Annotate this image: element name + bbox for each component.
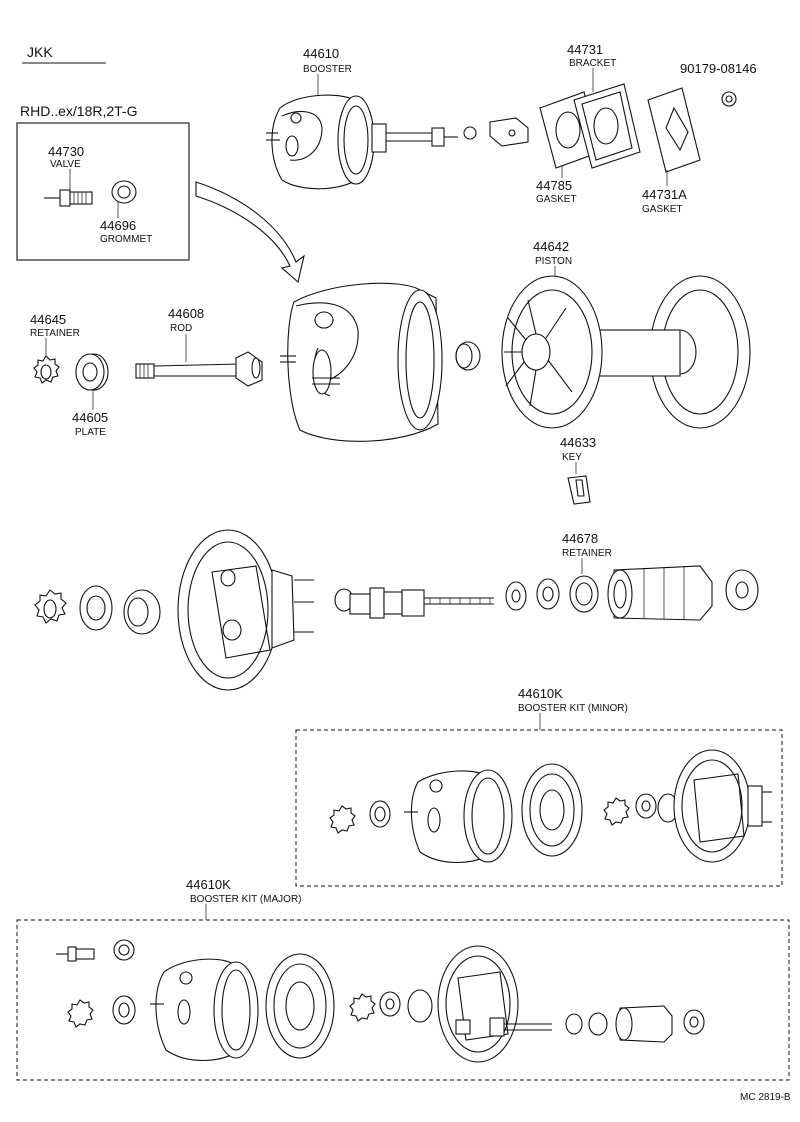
- retainer-44678-part: [569, 575, 599, 613]
- part-number-44785: 44785: [536, 178, 572, 193]
- direction-arrow: [195, 181, 305, 284]
- washer-a: [505, 581, 527, 611]
- plate-44605-part: [75, 353, 109, 391]
- plate-lower: [79, 585, 113, 631]
- part-number-44730: 44730: [48, 144, 84, 159]
- valve-body-part: [334, 587, 494, 619]
- booster-front-shell: [280, 282, 443, 442]
- part-name-gasket-44785: GASKET: [536, 194, 577, 205]
- valve-part: [44, 189, 93, 207]
- rod-part: [135, 351, 263, 387]
- part-name-retainer-44645: RETAINER: [30, 328, 80, 339]
- part-number-44645: 44645: [30, 312, 66, 327]
- part-name-bracket: BRACKET: [569, 58, 616, 69]
- part-name-retainer-44678: RETAINER: [562, 548, 612, 559]
- rear-shell-part: [177, 529, 314, 691]
- part-name-key: KEY: [562, 452, 582, 463]
- bushing-lower: [123, 589, 161, 635]
- part-name-piston: PISTON: [535, 256, 572, 267]
- part-number-44633: 44633: [560, 435, 596, 450]
- diagram-code: JKK: [27, 44, 53, 60]
- part-name-valve: VALVE: [50, 159, 81, 170]
- kit-major-name: BOOSTER KIT (MAJOR): [190, 894, 302, 905]
- kit-minor-box: [295, 729, 783, 887]
- boot-part: [607, 565, 713, 621]
- kit-minor-number: 44610K: [518, 686, 563, 701]
- part-number-44642: 44642: [533, 239, 569, 254]
- kit-major-parts: [56, 939, 705, 1063]
- part-number-44731: 44731: [567, 42, 603, 57]
- part-number-44610: 44610: [303, 46, 339, 61]
- washer-b: [536, 578, 560, 610]
- grommet-part: [111, 180, 137, 204]
- part-number-44731A: 44731A: [642, 187, 687, 202]
- region-note: RHD..ex/18R,2T-G: [20, 103, 137, 119]
- part-number-44678: 44678: [562, 531, 598, 546]
- kit-major-number: 44610K: [186, 877, 231, 892]
- retainer-ring-lower: [34, 589, 67, 624]
- booster-assembly: [266, 94, 529, 190]
- part-number-90179: 90179-08146: [680, 61, 757, 76]
- gasket-44731A-part: [647, 87, 701, 173]
- piston-part: [501, 275, 751, 429]
- drawing-reference: MC 2819-B: [740, 1092, 791, 1103]
- part-name-gasket-44731A: GASKET: [642, 204, 683, 215]
- retainer-44645-part: [33, 355, 60, 384]
- part-number-44605: 44605: [72, 410, 108, 425]
- part-name-grommet: GROMMET: [100, 234, 152, 245]
- part-name-plate: PLATE: [75, 427, 106, 438]
- part-name-rod: ROD: [170, 323, 192, 334]
- kit-minor-name: BOOSTER KIT (MINOR): [518, 703, 628, 714]
- region-box: [16, 122, 190, 261]
- key-part: [567, 475, 591, 505]
- end-washer: [725, 569, 759, 611]
- part-name-booster: BOOSTER: [303, 64, 352, 75]
- part-number-44608: 44608: [168, 306, 204, 321]
- bracket-part: [573, 83, 641, 169]
- seal-part: [455, 341, 481, 371]
- kit-minor-parts: [329, 749, 772, 864]
- kit-major-box: [16, 919, 790, 1081]
- part-number-44696: 44696: [100, 218, 136, 233]
- nut-part: [721, 91, 737, 107]
